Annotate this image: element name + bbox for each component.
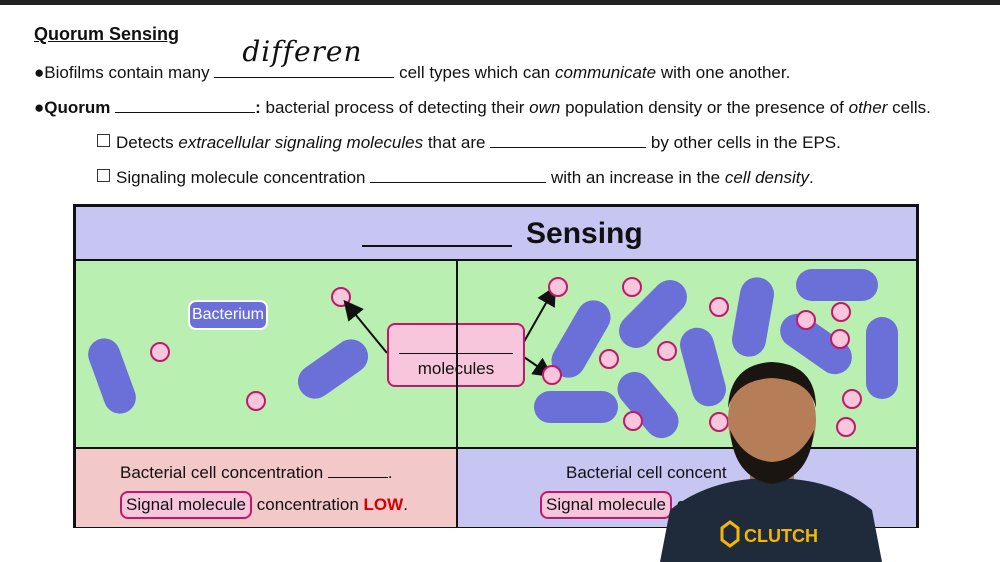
fill-blank-4 bbox=[370, 166, 547, 183]
signal-molecule-pill: Signal molecule bbox=[120, 491, 253, 519]
bacterium-shape bbox=[732, 277, 774, 357]
left-caption-period: . bbox=[387, 463, 393, 482]
molecule-dot bbox=[709, 297, 729, 317]
diagram-title: Sensing bbox=[526, 217, 643, 250]
presenter-shirt bbox=[660, 478, 882, 562]
line2-italic-own: own bbox=[529, 98, 561, 117]
bullet: ● bbox=[34, 63, 45, 82]
bacterium-shape bbox=[617, 371, 679, 439]
bullet: ● bbox=[34, 98, 45, 117]
arrow bbox=[520, 285, 556, 348]
line1-text-b: cell types which can bbox=[394, 63, 555, 82]
presenter-hair bbox=[728, 362, 816, 408]
fill-blank-3 bbox=[490, 131, 647, 148]
hexagon-logo-icon bbox=[720, 520, 740, 548]
panel-divider bbox=[456, 259, 458, 525]
left-caption-text: Bacterial cell concentration bbox=[120, 463, 324, 482]
left-caption-end: . bbox=[403, 495, 408, 514]
molecule-dot bbox=[246, 391, 266, 411]
checkbox-icon bbox=[97, 169, 110, 182]
page-title: Quorum Sensing bbox=[34, 24, 180, 44]
bacterium-shape bbox=[551, 300, 611, 378]
molecule-dot bbox=[831, 302, 851, 322]
bacterium-shape bbox=[796, 269, 878, 301]
checkbox-icon bbox=[97, 134, 110, 147]
line1-italic: communicate bbox=[555, 63, 657, 82]
bacterium-shape bbox=[680, 327, 726, 407]
molecule-dot bbox=[150, 342, 170, 362]
presenter-head bbox=[728, 366, 816, 474]
diagram-shapes bbox=[88, 269, 898, 439]
molecule-dot bbox=[796, 310, 816, 330]
left-caption-line1: Bacterial cell concentration . bbox=[120, 463, 393, 483]
line4-text-b: with an increase in the bbox=[546, 168, 725, 187]
line-quorum: ●Quorum : bacterial process of detecting… bbox=[34, 96, 931, 119]
line3-text: Detects bbox=[116, 133, 179, 152]
left-caption-blank bbox=[327, 477, 388, 478]
line3-text-c: by other cells in the EPS. bbox=[646, 133, 841, 152]
presenter-beard bbox=[730, 430, 814, 484]
bacterium-shape bbox=[297, 339, 369, 399]
handwritten-answer: differen bbox=[242, 35, 363, 68]
bacterium-shape bbox=[88, 338, 136, 414]
right-caption-line1: Bacterial cell concent bbox=[566, 463, 727, 482]
line4-text-c: . bbox=[808, 168, 814, 187]
quorum-term: Quorum bbox=[44, 98, 111, 117]
fill-blank-1: differen bbox=[214, 38, 395, 78]
bacterium-label: Bacterium bbox=[188, 300, 268, 330]
shirt-logo-text: CLUTCH bbox=[744, 526, 818, 546]
line-biofilms: ●Biofilms contain many differen cell typ… bbox=[34, 38, 791, 84]
bacterium-shape bbox=[780, 313, 852, 375]
line2-text: bacterial process of detecting their bbox=[260, 98, 530, 117]
low-density-caption: Bacterial cell concentration . Signal mo… bbox=[76, 447, 456, 527]
molecule-dot bbox=[709, 412, 729, 432]
diagram-title-blank bbox=[362, 245, 512, 247]
line-detects: Detects extracellular signaling molecule… bbox=[97, 131, 841, 154]
line1-text-c: with one another. bbox=[656, 63, 791, 82]
fill-blank-2 bbox=[115, 96, 256, 113]
low-label: LOW bbox=[363, 495, 404, 514]
line1-text: Biofilms contain many bbox=[44, 63, 210, 82]
signal-molecule-pill: Signal molecule bbox=[540, 491, 673, 519]
molecule-dot bbox=[842, 389, 862, 409]
bacterium-shape bbox=[866, 317, 898, 399]
left-caption-line2: Signal molecule concentration LOW. bbox=[120, 491, 408, 519]
line-signaling: Signaling molecule concentration with an… bbox=[97, 166, 814, 189]
molecule-dot bbox=[836, 417, 856, 437]
line2-text-b: population density or the presence of bbox=[560, 98, 849, 117]
bacterium-shape bbox=[534, 391, 618, 423]
line3-text-b: that are bbox=[423, 133, 486, 152]
line2-italic-other: other bbox=[848, 98, 888, 117]
line4-text: Signaling molecule concentration bbox=[116, 168, 366, 187]
molecules-label: molecules bbox=[389, 359, 523, 379]
molecule-dot bbox=[548, 277, 568, 297]
arrow bbox=[343, 299, 388, 354]
molecule-dot bbox=[542, 365, 562, 385]
molecule-dot bbox=[830, 329, 850, 349]
presenter-video: CLUTCH bbox=[660, 362, 882, 562]
line2-text-c: cells. bbox=[887, 98, 931, 117]
bacterium-shape bbox=[619, 280, 687, 348]
molecule-dot bbox=[623, 411, 643, 431]
line4-italic: cell density bbox=[724, 168, 809, 187]
top-bar bbox=[0, 0, 1000, 5]
colon: : bbox=[255, 98, 261, 117]
right-caption-line2: Signal molecule co bbox=[540, 491, 695, 519]
molecule-dot bbox=[599, 349, 619, 369]
left-caption-mid: concentration bbox=[252, 495, 364, 514]
molecule-dot bbox=[622, 277, 642, 297]
molecule-dot bbox=[657, 341, 677, 361]
diagram-header: Sensing bbox=[76, 207, 916, 261]
line3-italic: extracellular signaling molecules bbox=[178, 133, 424, 152]
